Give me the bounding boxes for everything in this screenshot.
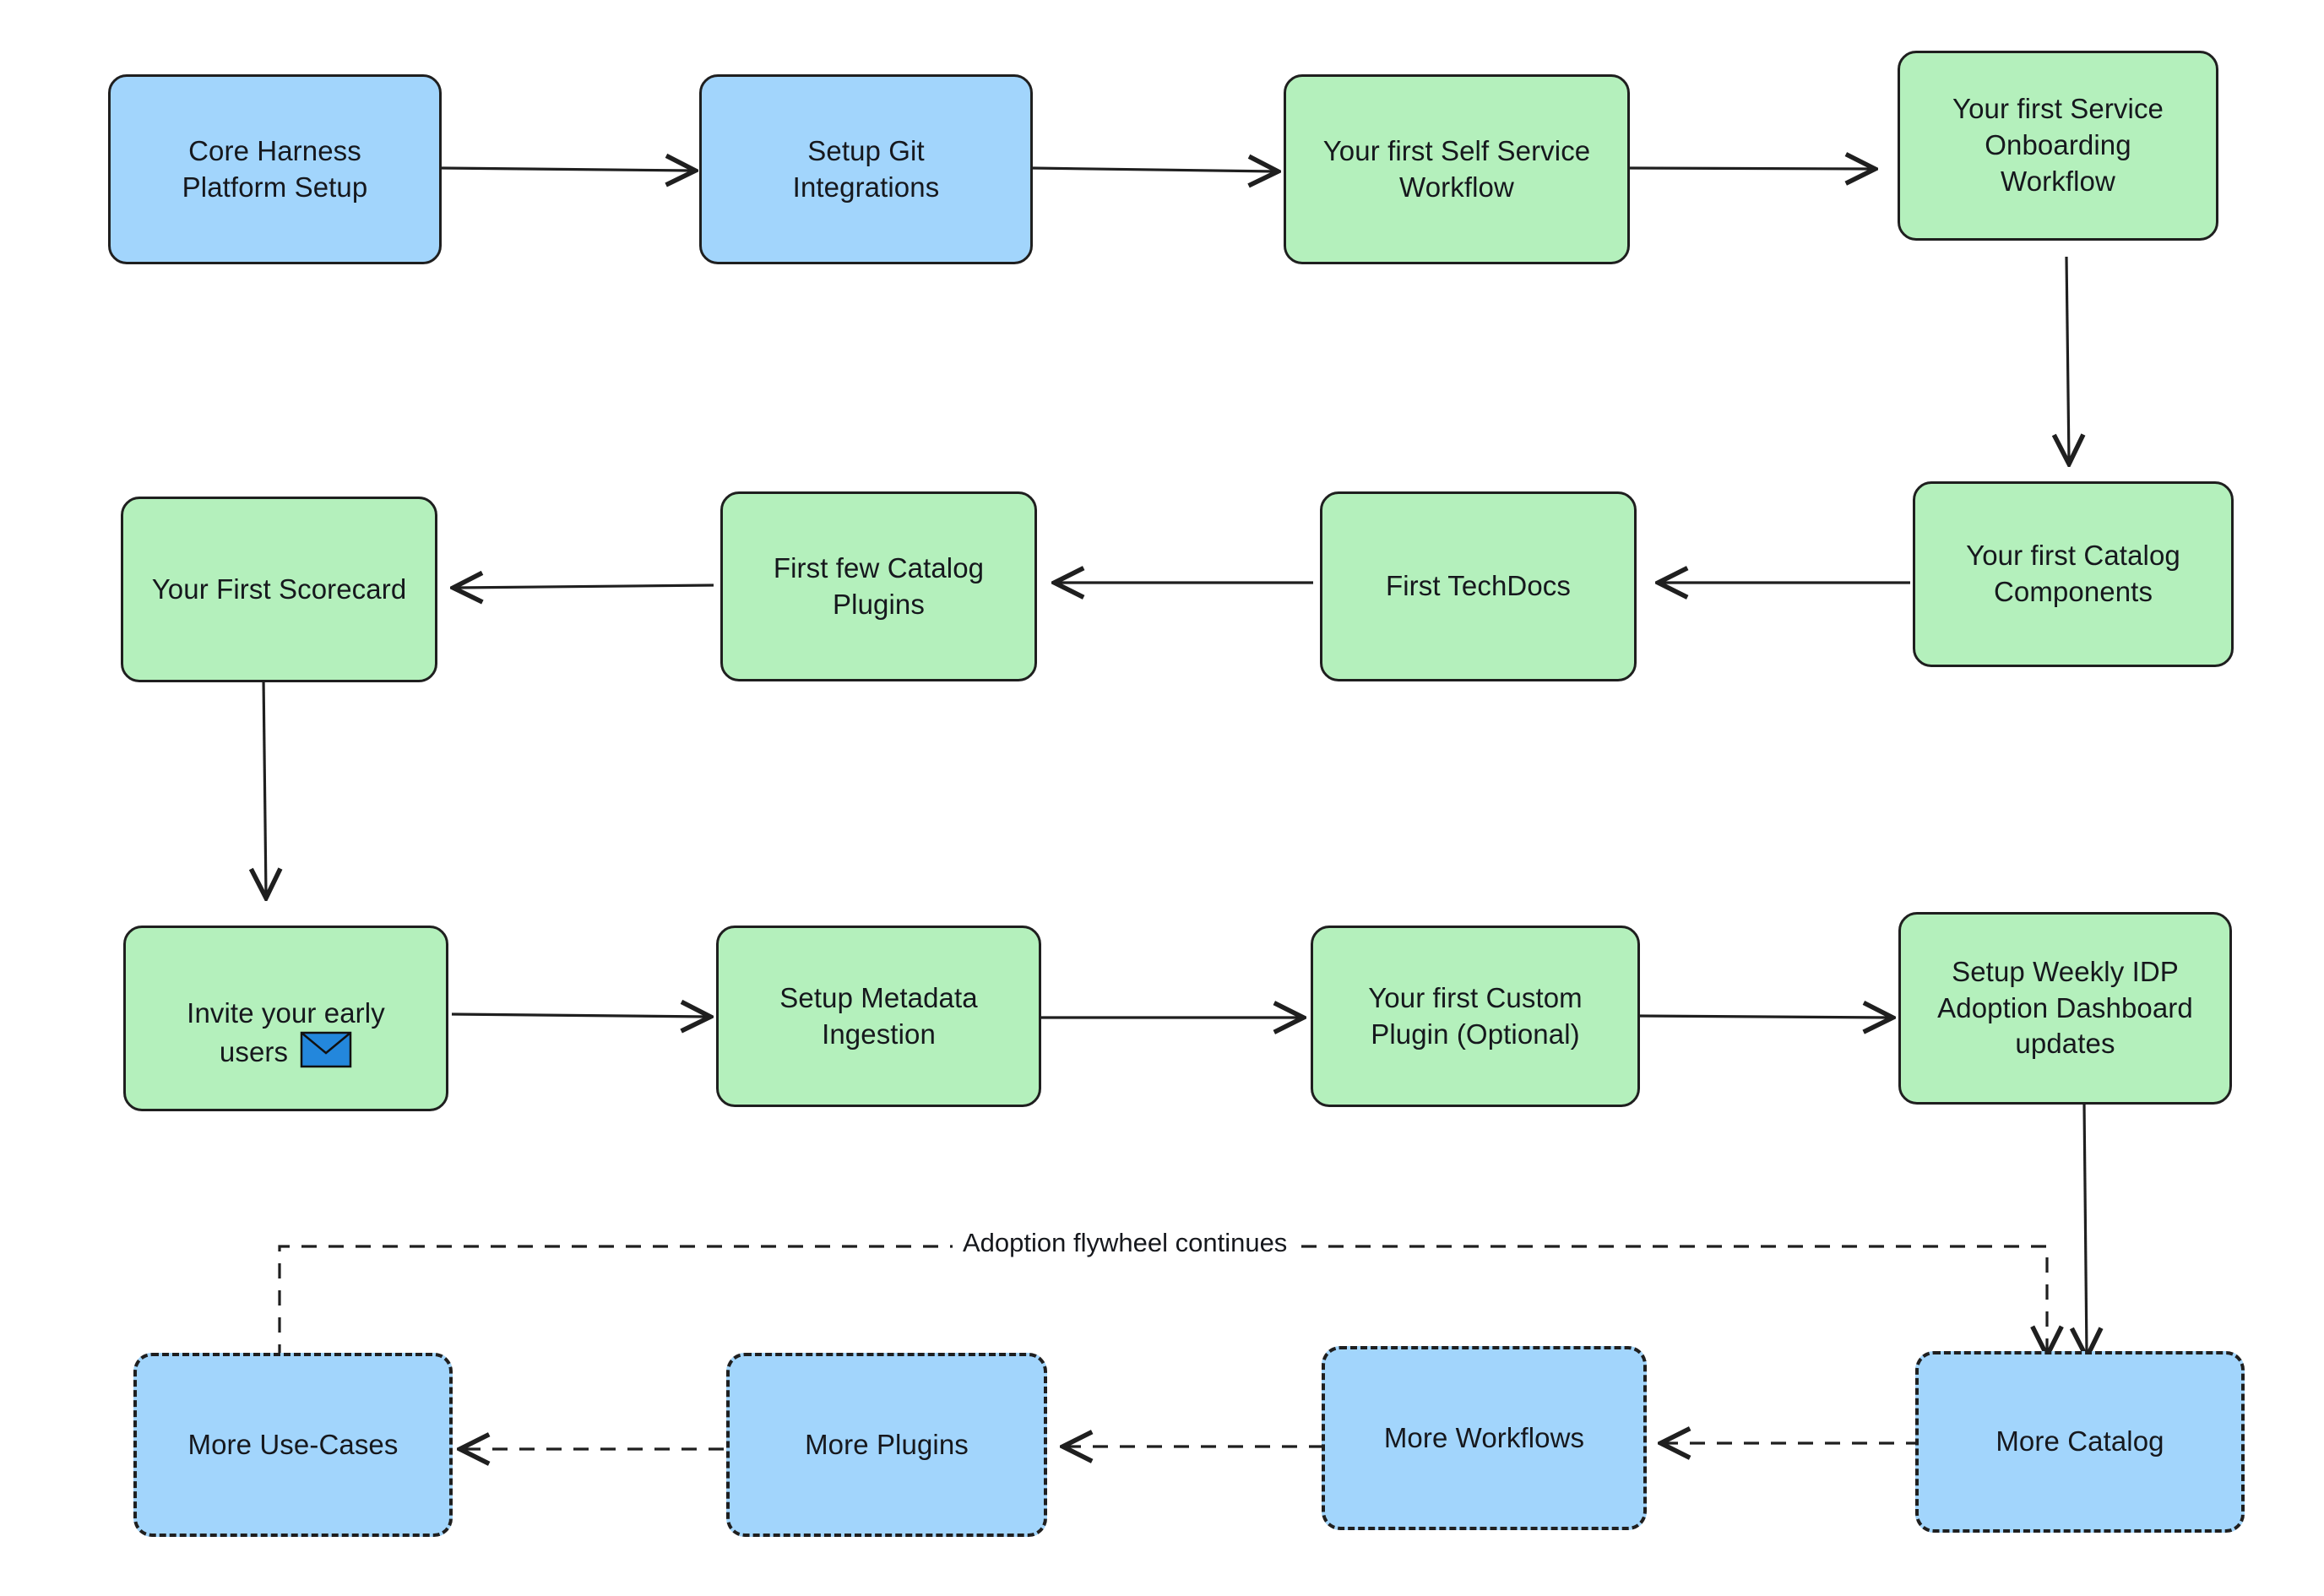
node-setup-git-integrations[interactable]: Setup Git Integrations [699, 74, 1033, 264]
node-invite-your-early-users[interactable]: Invite your early users [123, 926, 448, 1111]
mail-icon [300, 1031, 352, 1078]
node-label: Your first Self Service Workflow [1322, 134, 1591, 203]
node-setup-weekly-idp-adoption-dashboard-updates[interactable]: Setup Weekly IDP Adoption Dashboard upda… [1898, 912, 2232, 1105]
node-your-first-scorecard[interactable]: Your First Scorecard [121, 497, 437, 682]
node-label: More Use-Cases [187, 1428, 399, 1460]
node-label: Your first Custom Plugin (Optional) [1368, 981, 1583, 1050]
node-label: Setup Weekly IDP Adoption Dashboard upda… [1937, 955, 2193, 1060]
node-your-first-catalog-components[interactable]: Your first Catalog Components [1913, 481, 2234, 667]
node-setup-metadata-ingestion[interactable]: Setup Metadata Ingestion [716, 926, 1041, 1107]
node-label: Your first Catalog Components [1966, 540, 2180, 607]
node-your-first-custom-plugin[interactable]: Your first Custom Plugin (Optional) [1311, 926, 1640, 1107]
node-your-first-self-service-workflow[interactable]: Your first Self Service Workflow [1284, 74, 1630, 264]
node-label: More Plugins [805, 1428, 969, 1460]
node-your-first-service-onboarding-workflow[interactable]: Your first Service Onboarding Workflow [1898, 51, 2218, 241]
node-label-text: Invite your early users [187, 996, 385, 1068]
node-label: Core Harness Platform Setup [182, 134, 368, 203]
node-label: More Catalog [1995, 1425, 2164, 1458]
edge-label-adoption-flywheel: Adoption flywheel continues [953, 1226, 1298, 1260]
node-more-workflows[interactable]: More Workflows [1322, 1346, 1647, 1530]
node-label: Setup Git Integrations [792, 134, 940, 203]
node-more-plugins[interactable]: More Plugins [726, 1353, 1047, 1537]
node-first-techdocs[interactable]: First TechDocs [1320, 491, 1637, 681]
node-label: Setup Metadata Ingestion [779, 981, 978, 1050]
node-label: Your First Scorecard [151, 573, 407, 605]
node-label: More Workflows [1383, 1421, 1585, 1453]
node-more-use-cases[interactable]: More Use-Cases [133, 1353, 453, 1537]
node-label: Your first Service Onboarding Workflow [1952, 93, 2164, 197]
node-label: First TechDocs [1385, 570, 1571, 602]
dashed-edges [463, 1443, 1921, 1449]
node-core-harness-platform-setup[interactable]: Core Harness Platform Setup [108, 74, 442, 264]
solid-edges [263, 168, 2087, 1354]
node-label: Invite your early users [187, 959, 385, 1078]
flywheel-loop-edge [278, 1245, 2047, 1360]
node-label: First few Catalog Plugins [773, 551, 985, 620]
node-more-catalog[interactable]: More Catalog [1915, 1351, 2245, 1533]
node-first-few-catalog-plugins[interactable]: First few Catalog Plugins [720, 491, 1037, 681]
